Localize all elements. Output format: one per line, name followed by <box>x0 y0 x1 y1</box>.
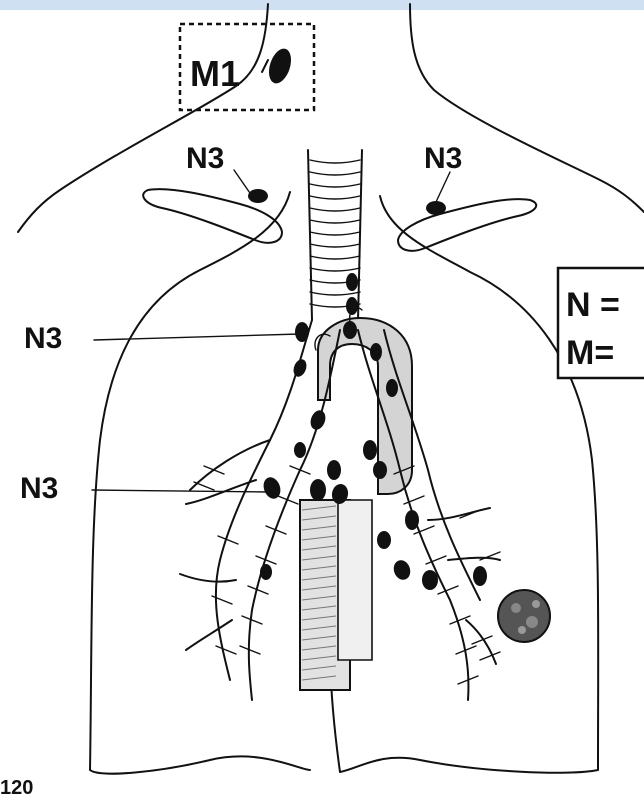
lymph-node <box>386 379 398 397</box>
lymph-node <box>377 531 391 549</box>
lymph-node <box>422 570 438 590</box>
lymph-node <box>310 479 326 501</box>
lymph-node <box>327 460 341 480</box>
trachea-ring <box>310 220 360 223</box>
trachea-ring <box>310 172 360 175</box>
lymph-node <box>294 442 306 458</box>
body-outline <box>18 4 644 232</box>
lymph-node <box>473 566 487 586</box>
trachea-ring <box>310 208 360 211</box>
bronchus-ring <box>194 482 214 490</box>
trachea-ring <box>310 184 360 187</box>
label-n3-top-left: N3 <box>186 142 224 175</box>
trachea-ring <box>310 268 360 271</box>
trachea-ring <box>310 232 360 235</box>
label-n3-lower-left: N3 <box>20 472 58 505</box>
trachea-ring <box>310 244 360 247</box>
lymph-node <box>373 461 387 479</box>
lymph-node <box>346 273 358 291</box>
bronchus-ring <box>438 586 458 594</box>
bronchus-ring <box>204 466 224 474</box>
lymph-node <box>308 408 328 432</box>
label-m1: M1 <box>190 53 240 94</box>
bronchus-ring <box>480 652 500 660</box>
lymph-node <box>291 357 308 378</box>
lymph-node <box>363 440 377 460</box>
label-n3-mid-left: N3 <box>24 322 62 355</box>
lymph-node <box>370 343 382 361</box>
lymph-node <box>346 297 358 315</box>
top-edge-strip <box>0 0 644 10</box>
lymph-node <box>295 322 309 342</box>
lymph-node <box>248 189 268 203</box>
bronchus-ring <box>290 466 310 474</box>
m1-node <box>265 46 295 86</box>
lymph-node <box>405 510 419 530</box>
label-n3-top-right: N3 <box>424 142 462 175</box>
lymph-node <box>391 558 413 582</box>
tumor-mass <box>498 590 550 642</box>
bronchus-ring <box>218 536 238 544</box>
trachea-ring <box>310 256 360 259</box>
bronchus-ring <box>216 646 236 654</box>
legend-box: N = M= <box>558 268 644 378</box>
vessel-column <box>300 500 372 690</box>
bronchus-ring <box>240 646 260 654</box>
lymph-node <box>426 201 446 215</box>
legend-line-1: N = <box>566 286 620 324</box>
lymph-node <box>260 564 272 580</box>
lymph-node <box>343 321 357 339</box>
trachea <box>308 150 362 320</box>
trachea-ring <box>310 160 360 163</box>
legend-line-2: M= <box>566 334 614 372</box>
trachea-ring <box>310 292 360 295</box>
trachea-ring <box>310 196 360 199</box>
page-number: 120 <box>0 777 33 794</box>
